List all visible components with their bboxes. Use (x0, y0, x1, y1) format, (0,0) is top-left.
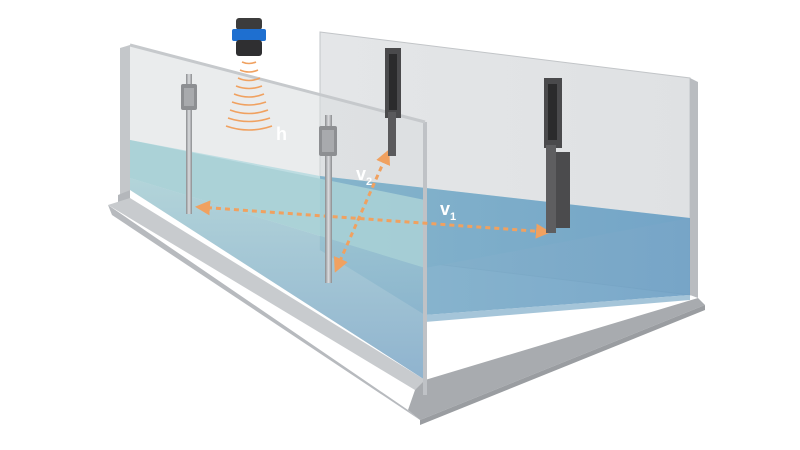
transducer-front-left (181, 74, 197, 214)
transducer-front-middle (319, 115, 337, 283)
label-velocity-1: v1 (440, 199, 456, 223)
transducer-back-right (544, 78, 570, 233)
diagram-labels: h v2 v1 (276, 124, 456, 223)
label-velocity-2: v2 (356, 164, 372, 188)
ultrasonic-level-sensor-icon (225, 18, 273, 131)
acoustic-paths (195, 149, 551, 273)
sound-waves (225, 61, 273, 131)
label-level-h: h (276, 124, 287, 144)
transducer-back-left (385, 48, 401, 156)
path-v2 (333, 149, 391, 273)
front-glass-edge (129, 43, 427, 395)
channel-floor (108, 190, 705, 425)
